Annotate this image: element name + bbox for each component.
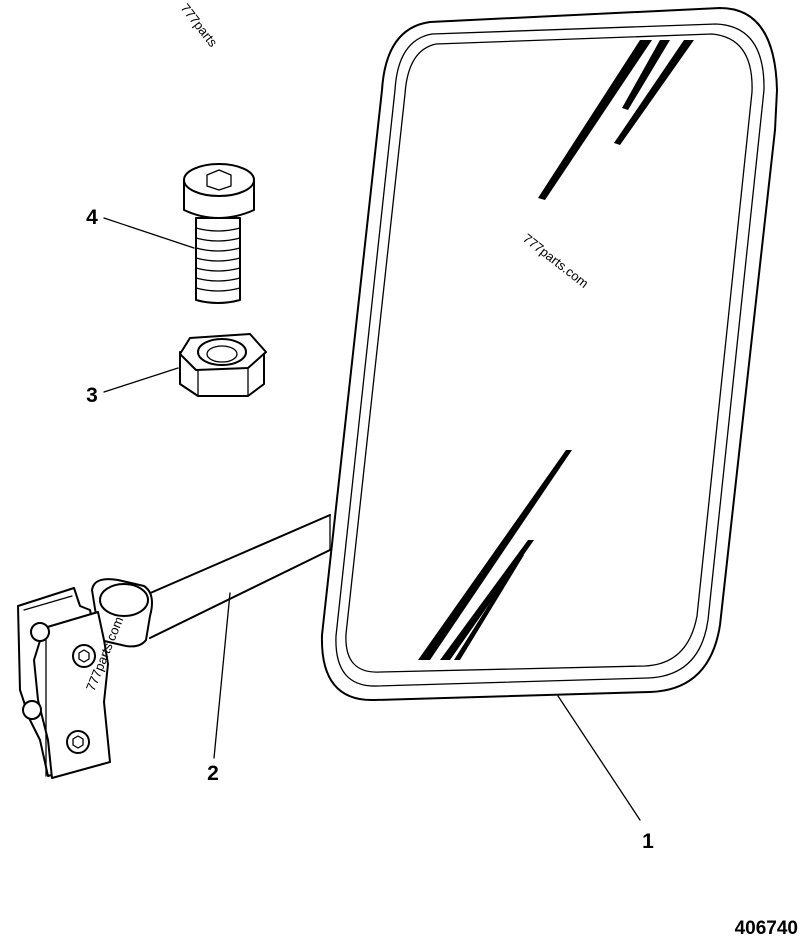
callout-4: 4	[86, 206, 98, 229]
callout-3: 3	[86, 384, 98, 407]
mounting-bracket	[17, 578, 153, 779]
mirror-arm	[147, 514, 331, 639]
hex-nut	[179, 333, 267, 397]
callout-1: 1	[642, 830, 654, 853]
leader-lines	[103, 217, 641, 821]
mirror-head	[320, 7, 778, 702]
figure-number: 406740	[735, 918, 798, 939]
cap-screw	[183, 163, 255, 304]
callout-2: 2	[207, 762, 219, 785]
watermark-top: 777parts	[178, 1, 221, 50]
